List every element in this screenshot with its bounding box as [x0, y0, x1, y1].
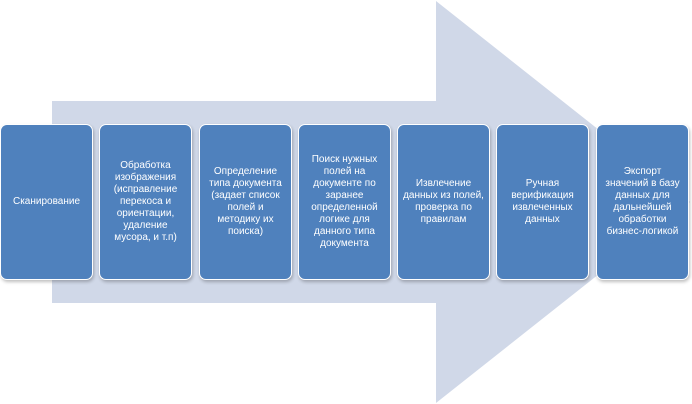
step-label: Определение типа документа (задает списо… [209, 166, 282, 237]
step-label: Обработка изображения (исправление перек… [113, 160, 178, 243]
step-manual-verification: Ручная верификация извлеченных данных [496, 124, 589, 280]
step-document-type: Определение типа документа (задает списо… [199, 124, 292, 280]
step-data-extraction: Извлечение данных из полей, проверка по … [397, 124, 490, 280]
step-label: Сканирование [12, 196, 81, 207]
step-image-processing: Обработка изображения (исправление перек… [99, 124, 192, 280]
step-export: Экспорт значений в базу данных для дальн… [596, 124, 689, 280]
step-label: Экспорт значений в базу данных для дальн… [605, 166, 680, 237]
step-label: Ручная верификация извлеченных данных [511, 178, 574, 225]
step-label: Поиск нужных полей на документе по заран… [311, 154, 378, 249]
step-field-search: Поиск нужных полей на документе по заран… [298, 124, 391, 280]
step-scanning: Сканирование [0, 124, 93, 280]
step-label: Извлечение данных из полей, проверка по … [403, 178, 484, 225]
